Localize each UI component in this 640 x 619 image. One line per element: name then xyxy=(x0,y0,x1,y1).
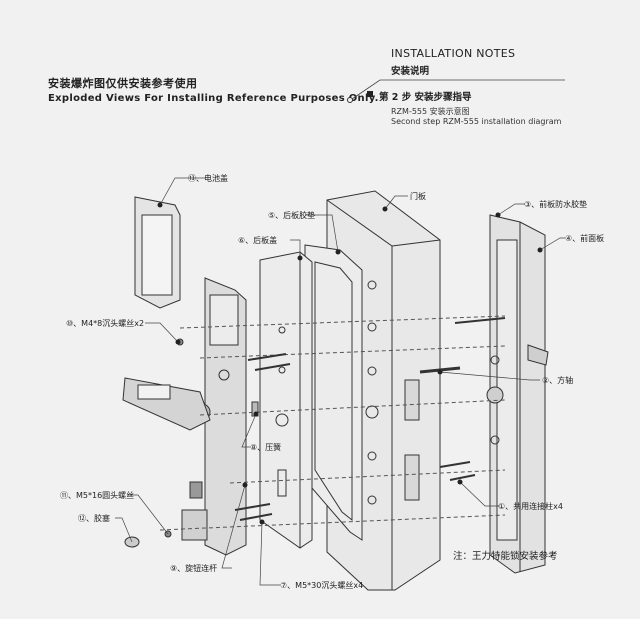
label-plug: ⑫、胶塞 xyxy=(78,514,110,523)
footnote: 注：王力特能锁安装参考 xyxy=(453,551,558,562)
assembly-axes xyxy=(159,315,506,531)
notes-title: INSTALLATION NOTES xyxy=(391,47,516,60)
label-front-panel: ④、前面板 xyxy=(565,234,605,243)
page-title-en: Exploded Views For Installing Reference … xyxy=(48,93,379,104)
rear-gasket xyxy=(304,244,363,541)
step-subtitle-en: Second step RZM-555 installation diagram xyxy=(391,117,562,126)
step-title: 第 2 步 安装步骤指导 xyxy=(379,92,472,103)
label-front-gasket: ③、前板防水胶垫 xyxy=(524,200,588,209)
front-handle xyxy=(527,344,549,366)
step-subtitle-cn: RZM-555 安装示意图 xyxy=(391,107,470,116)
label-knob-rod: ⑨、旋钮连杆 xyxy=(170,564,218,573)
label-m4-screw: ⑩、M4*8沉头螺丝x2 xyxy=(66,319,145,328)
label-spring: ⑧、压簧 xyxy=(250,443,282,452)
battery-cover xyxy=(134,196,181,309)
header-leader-dot xyxy=(347,97,353,103)
header-leader-line xyxy=(351,79,565,100)
leader-lines xyxy=(115,177,565,586)
label-rear-cover: ⑥、后板盖 xyxy=(238,236,278,245)
label-m5-30-screw: ⑦、M5*30沉头螺丝x4 xyxy=(280,581,364,590)
label-rear-gasket: ⑤、后板胶垫 xyxy=(268,211,316,220)
step-bullet-icon xyxy=(367,91,373,97)
label-connector: ①、共用连接柱x4 xyxy=(498,502,563,511)
label-door: 门板 xyxy=(410,192,426,201)
notes-subtitle: 安装说明 xyxy=(391,66,430,77)
label-spindle: ②、方轴 xyxy=(542,376,574,385)
page-title-cn: 安装爆炸图仅供安装参考使用 xyxy=(48,77,198,90)
front-panel xyxy=(486,214,546,574)
back-lock-body xyxy=(181,277,247,556)
screws xyxy=(234,317,506,521)
label-battery-cover: ⑬、电池盖 xyxy=(188,174,228,183)
back-handle xyxy=(122,377,211,431)
label-m5-16-screw: ⑪、M5*16圆头螺丝 xyxy=(60,491,135,500)
leader-dots xyxy=(157,202,543,525)
